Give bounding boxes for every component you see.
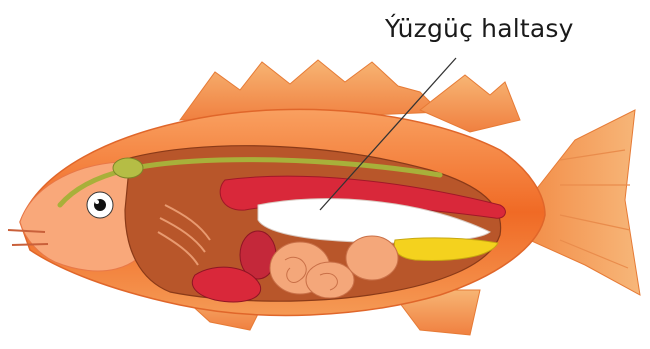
brain xyxy=(113,158,143,178)
second-dorsal-fin xyxy=(420,75,520,132)
swim-bladder-label: Ýüzgüç haltasy xyxy=(385,14,574,43)
